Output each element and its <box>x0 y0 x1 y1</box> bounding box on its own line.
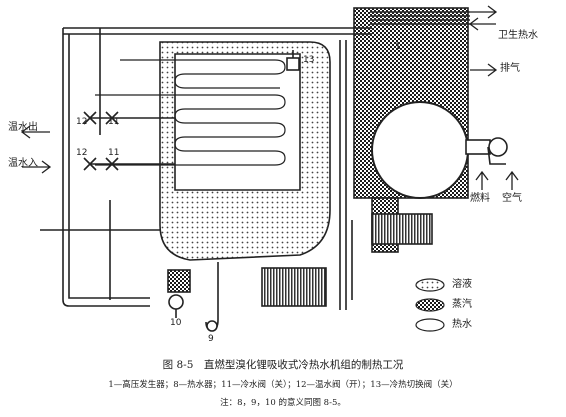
callout-1: 1 <box>395 42 401 52</box>
legend-hot-water-swatch <box>415 318 445 332</box>
legend-vapor-label: 蒸汽 <box>452 299 472 310</box>
label-sanitary-hot-water: 卫生热水 <box>498 30 538 41</box>
figure-caption-line2: 注：8，9，10 的意义同图 8-5。 <box>220 398 346 408</box>
label-fuel: 燃料 <box>470 193 490 204</box>
legend-hot-water-label: 热水 <box>452 319 472 330</box>
furnace <box>371 101 469 199</box>
callout-9: 9 <box>208 334 214 344</box>
figure-caption-line1: 1—高压发生器；8—热水器；11—冷水阀（关）；12—温水阀（开）；13—冷热切… <box>108 380 458 390</box>
top-coil <box>370 11 470 25</box>
label-hot-water-out: 温水出 <box>8 122 38 133</box>
callout-13: 13 <box>303 55 315 65</box>
callout-11-bottom: 11 <box>108 148 120 158</box>
callout-11-top: 11 <box>108 117 120 127</box>
main-coil <box>95 94 286 166</box>
figure-caption-title: 图 8-5 直燃型溴化锂吸收式冷热水机组的制热工况 <box>162 359 404 371</box>
burner-fan <box>488 137 508 157</box>
solution-pump-10 <box>167 269 191 293</box>
right-heat-exchanger <box>371 213 433 245</box>
lower-heat-exchanger <box>261 267 327 307</box>
legend-vapor-swatch <box>415 298 445 312</box>
legend-solution-swatch <box>415 278 445 292</box>
label-exhaust: 排气 <box>500 63 520 74</box>
valve-13 <box>286 57 300 71</box>
burner <box>465 139 491 155</box>
callout-10: 10 <box>170 318 182 328</box>
label-hot-water-in: 温水入 <box>8 158 38 169</box>
callout-12-bottom: 12 <box>76 148 88 158</box>
callout-12-top: 12 <box>76 117 88 127</box>
label-air: 空气 <box>502 193 522 204</box>
legend-solution-label: 溶液 <box>452 279 472 290</box>
